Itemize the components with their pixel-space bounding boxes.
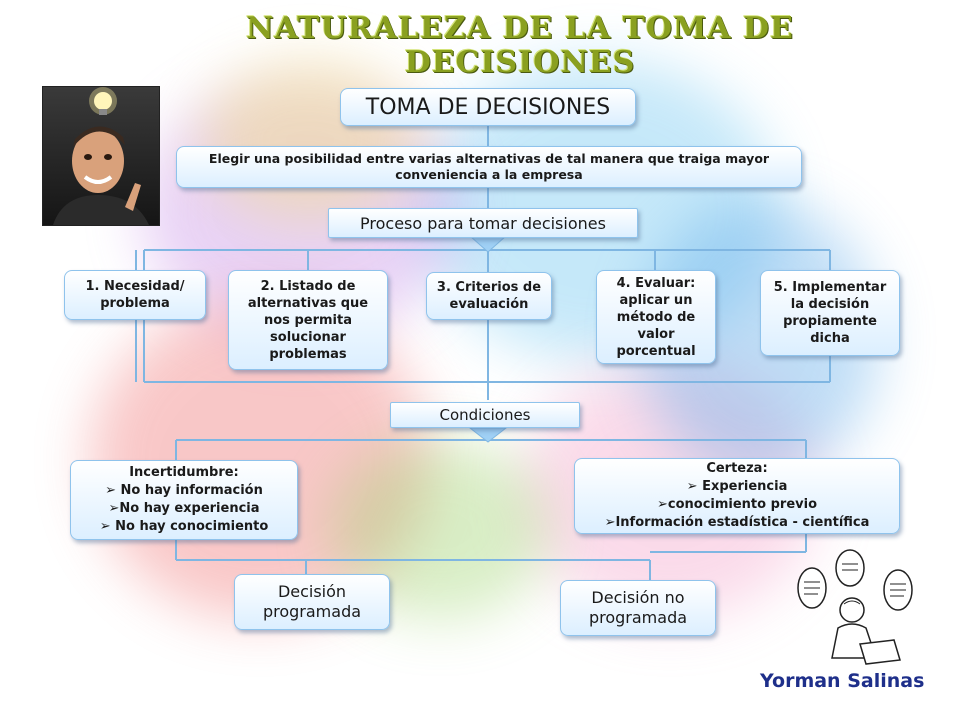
uncertainty-item: ➢ No hay información <box>105 483 263 498</box>
definition-box: Elegir una posibilidad entre varias alte… <box>176 146 802 188</box>
process-heading: Proceso para tomar decisiones <box>360 213 606 233</box>
step-4-box: 4. Evaluar: aplicar un método de valor p… <box>596 270 716 364</box>
uncertainty-item: ➢ No hay conocimiento <box>99 519 269 534</box>
author-name: Yorman Salinas <box>760 670 925 692</box>
certainty-item: ➢ Experiencia <box>686 479 788 494</box>
arrow-bullet-icon: ➢ <box>686 479 698 494</box>
step-5-box: 5. Implementar la decisión propiamente d… <box>760 270 900 356</box>
step-2-text: 2. Listado de alternativas que nos permi… <box>247 278 369 362</box>
step-1-text: 1. Necesidad/ problema <box>85 279 185 311</box>
step-4-text: 4. Evaluar: aplicar un método de valor p… <box>616 275 696 359</box>
page-title-line-1: Naturaleza de la toma de <box>246 11 794 46</box>
arrow-bullet-icon: ➢ <box>108 501 120 516</box>
uncertainty-box: Incertidumbre: ➢ No hay información ➢No … <box>70 460 298 540</box>
certainty-list: Certeza: ➢ Experiencia ➢conocimiento pre… <box>605 460 870 532</box>
main-heading-box: TOMA DE DECISIONES <box>340 88 636 126</box>
background-blob-yellow <box>200 60 420 220</box>
programmed-decision-box: Decisión programada <box>234 574 390 630</box>
step-3-text: 3. Criterios de evaluación <box>436 280 542 312</box>
page-title: Naturaleza de la toma de decisiones <box>200 12 840 80</box>
step-5-text: 5. Implementar la decisión propiamente d… <box>773 280 887 346</box>
definition-text: Elegir una posibilidad entre varias alte… <box>208 151 770 182</box>
uncertainty-list: Incertidumbre: ➢ No hay información ➢No … <box>100 464 269 536</box>
arrow-bullet-icon: ➢ <box>105 483 116 498</box>
conditions-heading: Condiciones <box>439 406 531 424</box>
thinking-man-photo <box>42 86 160 226</box>
certainty-box: Certeza: ➢ Experiencia ➢conocimiento pre… <box>574 458 900 534</box>
step-2-box: 2. Listado de alternativas que nos permi… <box>228 270 388 370</box>
conditions-heading-box: Condiciones <box>390 402 580 428</box>
arrow-bullet-icon: ➢ <box>656 497 668 512</box>
uncertainty-item: ➢No hay experiencia <box>108 501 260 516</box>
arrow-bullet-icon: ➢ <box>604 515 616 530</box>
page-title-line-2: decisiones <box>404 45 636 80</box>
certainty-item: ➢Información estadística - científica <box>604 515 870 530</box>
programmed-decision-text: Decisión programada <box>262 582 362 621</box>
certainty-item: ➢conocimiento previo <box>656 497 818 512</box>
certainty-title: Certeza: <box>706 461 768 476</box>
main-heading: TOMA DE DECISIONES <box>365 94 611 120</box>
non-programmed-decision-box: Decisión no programada <box>560 580 716 636</box>
step-3-box: 3. Criterios de evaluación <box>426 272 552 320</box>
non-programmed-decision-text: Decisión no programada <box>588 588 688 627</box>
process-heading-box: Proceso para tomar decisiones <box>328 208 638 238</box>
arrow-bullet-icon: ➢ <box>99 519 111 534</box>
confused-person-illustration <box>797 549 913 665</box>
uncertainty-title: Incertidumbre: <box>129 465 239 480</box>
thinking-man-illustration <box>53 87 149 225</box>
step-1-box: 1. Necesidad/ problema <box>64 270 206 320</box>
